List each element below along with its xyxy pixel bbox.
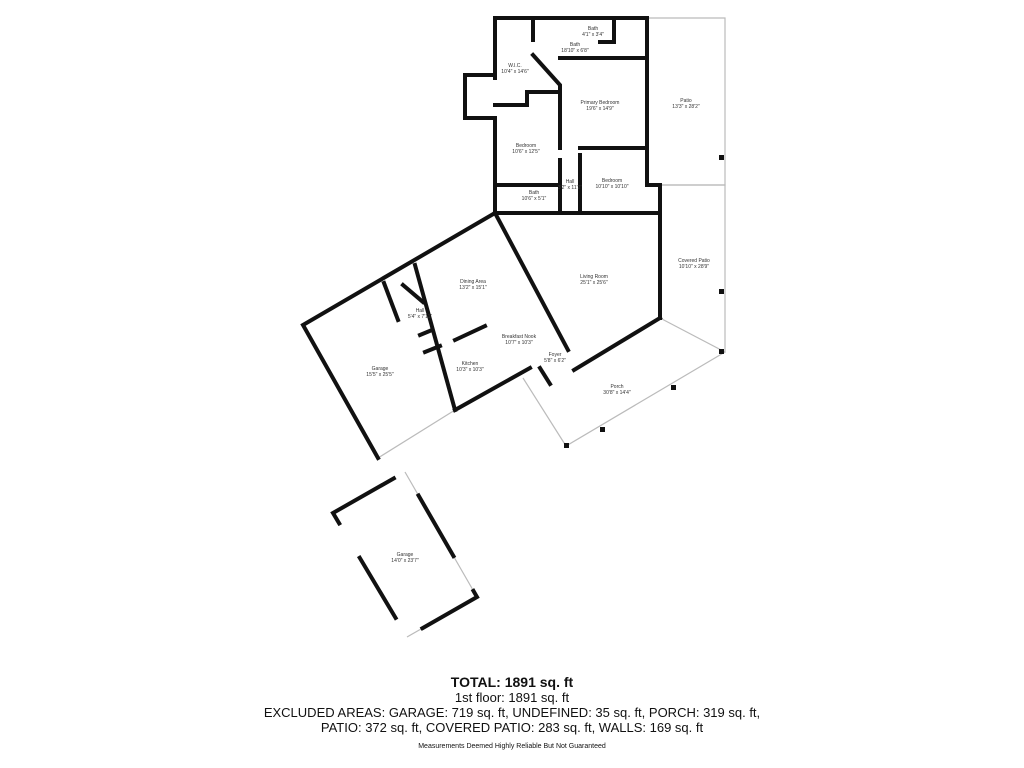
svg-text:Patio: Patio bbox=[680, 98, 692, 104]
svg-text:25'1" x 25'6": 25'1" x 25'6" bbox=[580, 280, 608, 286]
svg-text:Living Room: Living Room bbox=[580, 274, 608, 280]
svg-text:10'4" x 14'6": 10'4" x 14'6" bbox=[501, 69, 529, 75]
svg-text:Dining Area: Dining Area bbox=[460, 279, 486, 285]
svg-text:Bedroom: Bedroom bbox=[516, 143, 536, 149]
svg-text:Kitchen: Kitchen bbox=[462, 361, 479, 367]
svg-text:10'7" x 10'3": 10'7" x 10'3" bbox=[505, 340, 533, 346]
disclaimer: Measurements Deemed Highly Reliable But … bbox=[418, 743, 606, 750]
svg-text:Hall: Hall bbox=[566, 179, 575, 185]
total-area: TOTAL: 1891 sq. ft bbox=[450, 674, 574, 690]
svg-text:3'2" x 11'2": 3'2" x 11'2" bbox=[558, 185, 582, 191]
svg-text:30'8" x 14'4": 30'8" x 14'4" bbox=[603, 390, 631, 396]
svg-text:10'10" x 10'10": 10'10" x 10'10" bbox=[596, 184, 629, 190]
svg-text:Foyer: Foyer bbox=[549, 352, 562, 358]
svg-text:18'10" x 6'8": 18'10" x 6'8" bbox=[561, 48, 589, 54]
svg-text:10'6" x 12'5": 10'6" x 12'5" bbox=[512, 149, 540, 155]
svg-text:Primary Bedroom: Primary Bedroom bbox=[581, 100, 620, 106]
svg-text:Bath: Bath bbox=[588, 26, 599, 32]
svg-text:13'2" x 15'1": 13'2" x 15'1" bbox=[459, 285, 487, 291]
svg-text:19'6" x 14'9": 19'6" x 14'9" bbox=[586, 106, 614, 112]
excluded-areas-line1: EXCLUDED AREAS: GARAGE: 719 sq. ft, UNDE… bbox=[263, 705, 761, 720]
exterior-outlines bbox=[377, 17, 726, 638]
svg-text:Porch: Porch bbox=[610, 384, 623, 390]
svg-text:5'4" x 7'11": 5'4" x 7'11" bbox=[408, 314, 432, 320]
svg-text:5'8" x 6'2": 5'8" x 6'2" bbox=[544, 358, 566, 364]
svg-text:Bedroom: Bedroom bbox=[602, 178, 622, 184]
svg-text:W.I.C.: W.I.C. bbox=[508, 63, 522, 69]
svg-text:14'0" x 23'7": 14'0" x 23'7" bbox=[391, 558, 419, 564]
svg-text:10'10" x 28'9": 10'10" x 28'9" bbox=[679, 264, 709, 270]
svg-text:Covered Patio: Covered Patio bbox=[678, 258, 710, 264]
svg-text:13'3" x 28'2": 13'3" x 28'2" bbox=[672, 104, 700, 110]
excluded-areas-line2: PATIO: 372 sq. ft, COVERED PATIO: 283 sq… bbox=[320, 720, 704, 735]
floor-area: 1st floor: 1891 sq. ft bbox=[454, 690, 570, 705]
svg-text:Bath: Bath bbox=[529, 190, 540, 196]
svg-text:Breakfast Nook: Breakfast Nook bbox=[502, 334, 537, 340]
svg-text:10'6" x 5'1": 10'6" x 5'1" bbox=[522, 196, 547, 202]
svg-text:4'1" x 3'4": 4'1" x 3'4" bbox=[582, 32, 604, 38]
svg-text:15'5" x 25'5": 15'5" x 25'5" bbox=[366, 372, 394, 378]
walls bbox=[300, 16, 663, 640]
room-label: W.I.C.10'4" x 14'6" bbox=[501, 63, 529, 75]
svg-text:Garage: Garage bbox=[372, 366, 389, 372]
svg-text:10'3" x 10'3": 10'3" x 10'3" bbox=[456, 367, 484, 373]
svg-text:Bath: Bath bbox=[570, 42, 581, 48]
svg-text:Garage: Garage bbox=[397, 552, 414, 558]
svg-text:Hall: Hall bbox=[416, 308, 425, 314]
